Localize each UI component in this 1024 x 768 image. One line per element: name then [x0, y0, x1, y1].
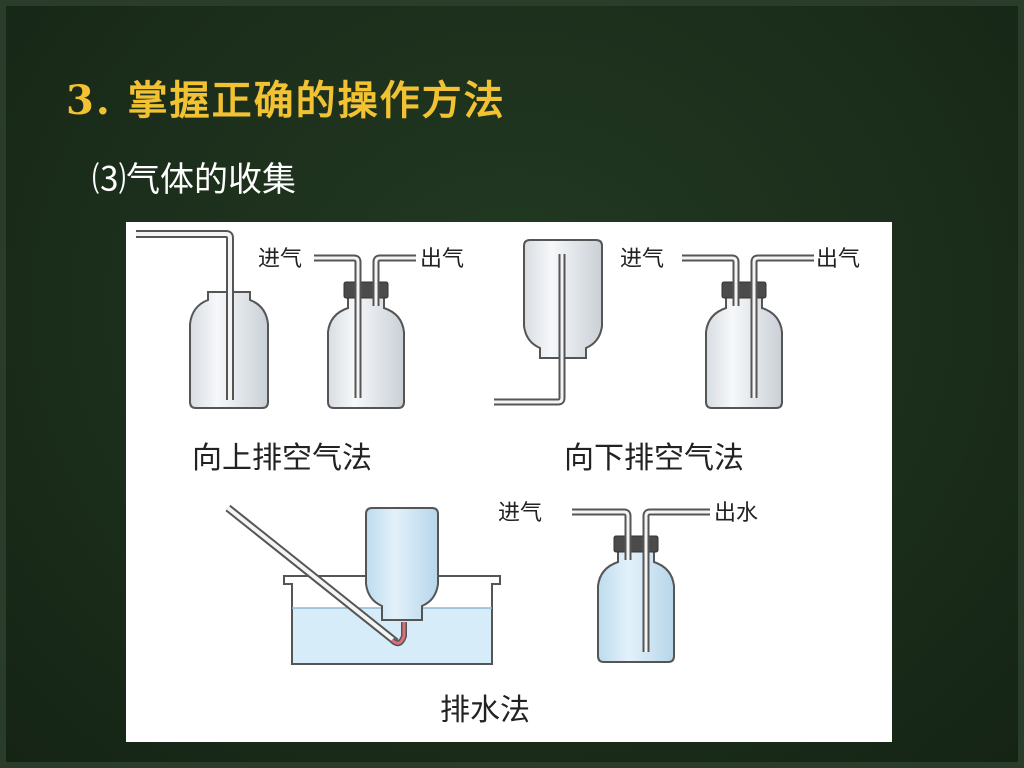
caption-water-displacement: 排水法 [440, 693, 530, 728]
label-gas-in-1: 进气 [258, 247, 302, 272]
slide-title: 3. 掌握正确的操作方法 [66, 77, 506, 124]
inverted-collecting-bottle [365, 507, 439, 621]
water-displacement-trough [225, 504, 501, 665]
diagram-panel: 进气 出气 向上排空气法 进气 出气 向下排空气法 [126, 222, 892, 742]
gas-bottle-2 [682, 254, 814, 409]
stopper-1 [343, 281, 389, 299]
caption-upward-air: 向上排空气法 [192, 441, 372, 476]
water-trough [283, 575, 501, 665]
bottle-2 [327, 293, 405, 409]
water-bottle [572, 508, 710, 663]
slide-subtitle: ⑶气体的收集 [92, 160, 296, 200]
downward-air-apparatus [494, 239, 603, 406]
gas-bottle-1 [314, 254, 416, 409]
stopper-3 [613, 535, 659, 553]
gas-collection-diagram: 进气 出气 向上排空气法 进气 出气 向下排空气法 [136, 230, 860, 728]
bottle-3 [705, 293, 783, 409]
label-gas-out-2: 出气 [816, 247, 860, 272]
bottle-4 [597, 547, 675, 663]
label-water-out: 出水 [714, 501, 758, 526]
label-gas-out-1: 出气 [420, 247, 464, 272]
stopper-2 [721, 281, 767, 299]
label-gas-in-2: 进气 [620, 247, 664, 272]
caption-downward-air: 向下排空气法 [564, 441, 744, 476]
label-gas-in-3: 进气 [498, 501, 542, 526]
upward-air-apparatus [136, 230, 269, 409]
